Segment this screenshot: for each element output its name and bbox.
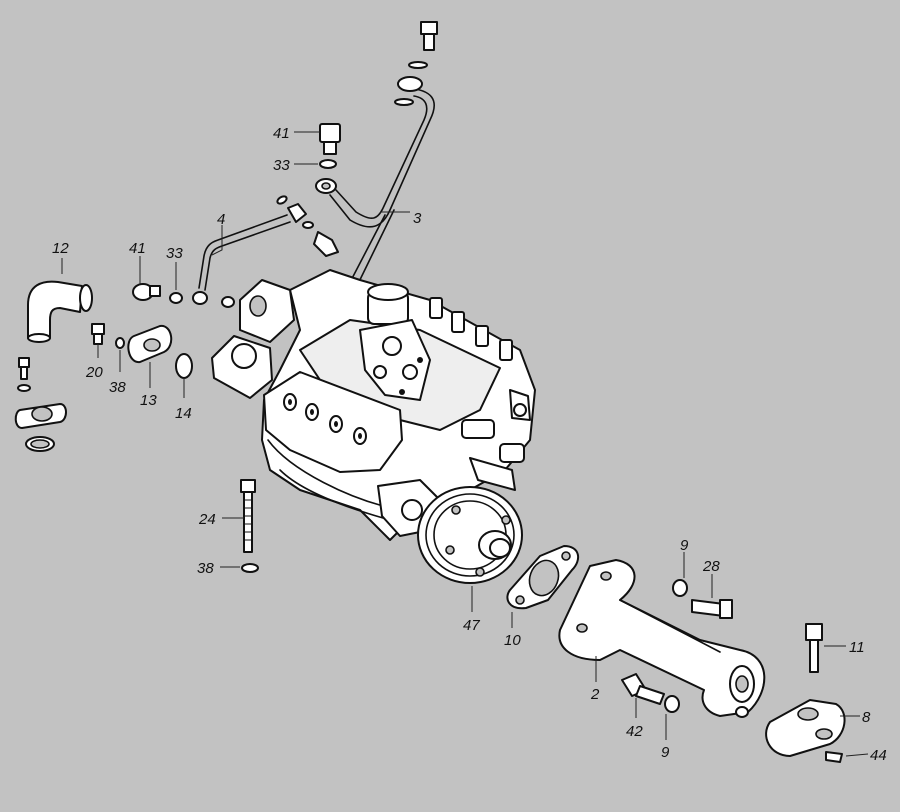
- callout-10: 10: [504, 632, 521, 649]
- callout-20: 20: [85, 364, 103, 381]
- callout-41-left: 41: [129, 240, 146, 257]
- clamp-8: [765, 699, 846, 757]
- flange-13: [127, 324, 173, 364]
- callout-33-left: 33: [166, 245, 183, 262]
- banjo-bolt-top: [394, 21, 438, 106]
- bolt-41-top: [319, 123, 341, 155]
- washer-33-left: [169, 292, 183, 304]
- fuel-line-3: [329, 87, 435, 291]
- callout-14: 14: [175, 405, 192, 422]
- callout-8: 8: [862, 709, 871, 726]
- key-44: [825, 751, 843, 763]
- callout-38-left: 38: [109, 379, 126, 396]
- callout-9-top: 9: [680, 537, 689, 554]
- washer-9-top: [672, 579, 688, 597]
- bolt-41-left: [132, 283, 161, 301]
- leader-lines: [61, 131, 869, 757]
- callout-13: 13: [140, 392, 157, 409]
- callout-2: 2: [590, 686, 600, 703]
- callout-24: 24: [198, 511, 216, 528]
- elbow-hose-12: [27, 280, 93, 343]
- callout-11: 11: [849, 639, 865, 656]
- bolt-11: [805, 623, 823, 673]
- callout-28: 28: [702, 558, 720, 575]
- callout-4: 4: [217, 211, 225, 228]
- callout-9-bottom: 9: [661, 744, 670, 761]
- callout-42: 42: [626, 723, 643, 740]
- bolt-28: [691, 599, 733, 619]
- washer-38-left: [115, 337, 125, 349]
- callout-labels: 3 4 41 33 12 41 33 20 38 13 14 24 38 47 …: [52, 125, 887, 764]
- banjo-fitting-top: [315, 178, 337, 194]
- injection-pump-body: [211, 269, 536, 541]
- callout-41-top: 41: [273, 125, 290, 142]
- washer-left-2: [221, 296, 235, 308]
- bolt-42: [621, 673, 665, 705]
- callout-3: 3: [413, 210, 422, 227]
- gasket-10: [506, 545, 580, 610]
- left-flange-assembly: [14, 357, 67, 452]
- callout-33-top: 33: [273, 157, 290, 174]
- pulley-47: [417, 486, 523, 584]
- callout-38-bottom: 38: [197, 560, 214, 577]
- o-ring-14: [175, 353, 193, 379]
- washer-33-top: [319, 159, 337, 169]
- washer-38-bottom: [241, 563, 259, 573]
- bracket-2: [558, 559, 766, 718]
- bolt-20: [91, 323, 105, 345]
- banjo-left: [192, 291, 208, 305]
- long-bolt-24: [240, 479, 256, 553]
- callout-47: 47: [463, 617, 480, 634]
- washer-9-bottom: [664, 695, 680, 713]
- callout-12: 12: [52, 240, 69, 257]
- callout-44: 44: [870, 747, 887, 764]
